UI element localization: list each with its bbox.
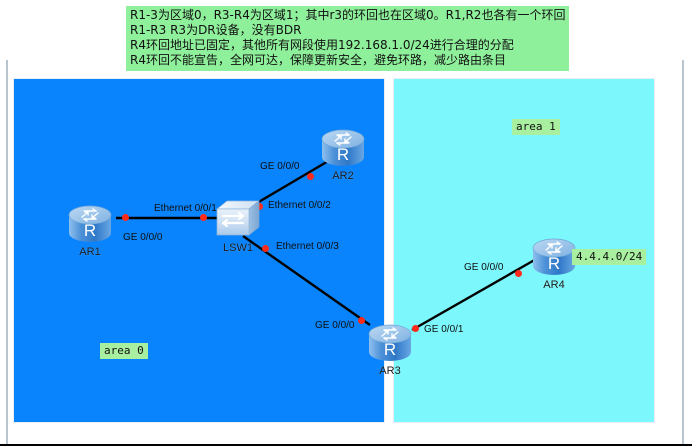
node-ar2[interactable]: R AR2 (315, 127, 371, 182)
port-label-lsw1-eth003: Ethernet 0/0/3 (276, 241, 339, 252)
port-label-ar3-ge001: GE 0/0/1 (424, 324, 464, 335)
page-right-rule (682, 60, 684, 444)
switch-icon (213, 197, 263, 241)
endpoint-dot-ar4-ge000 (515, 270, 522, 277)
router-icon: R (530, 236, 578, 278)
annotation-line-3: R4环回地址已固定，其他所有网段使用192.168.1.0/24进行合理的分配 (130, 38, 514, 52)
annotation-line-2: R1-R3 R3为DR设备，没有BDR (130, 23, 302, 37)
port-label-lsw1-eth002: Ethernet 0/0/2 (268, 200, 331, 211)
node-ar4[interactable]: R AR4 (526, 236, 582, 291)
port-label-ar3-ge000: GE 0/0/0 (315, 320, 355, 331)
port-label-ar4-ge000: GE 0/0/0 (464, 262, 504, 273)
svg-text:R: R (384, 340, 396, 359)
node-label-ar1: AR1 (79, 246, 101, 258)
annotation-line-1: R1-3为区域0，R3-R4为区域1；其中r3的环回也在区域0。R1,R2也各有… (130, 8, 566, 22)
endpoint-dot-lsw1-eth001 (200, 214, 207, 221)
page-left-rule (6, 60, 8, 444)
router-icon: R (66, 203, 114, 245)
svg-text:R: R (337, 145, 349, 164)
endpoint-dot-ar1-ge000 (122, 214, 129, 221)
router-icon: R (366, 322, 414, 364)
port-label-lsw1-eth001: Ethernet 0/0/1 (154, 203, 217, 214)
port-label-ar1-ge000: GE 0/0/0 (123, 232, 163, 243)
port-label-ar2-ge000: GE 0/0/0 (260, 161, 300, 172)
area-1-tag: area 1 (512, 119, 560, 135)
node-label-ar4: AR4 (543, 279, 565, 291)
node-label-ar3: AR3 (379, 365, 401, 377)
node-lsw1[interactable]: LSW1 (210, 197, 266, 254)
node-label-ar2: AR2 (332, 170, 354, 182)
svg-text:R: R (84, 221, 96, 240)
router-icon: R (319, 127, 367, 169)
endpoint-dot-ar2-ge000 (307, 173, 314, 180)
node-ar1[interactable]: R AR1 (62, 203, 118, 258)
node-ar3[interactable]: R AR3 (362, 322, 418, 377)
svg-text:R: R (548, 254, 560, 273)
annotation-note-block: R1-3为区域0，R3-R4为区域1；其中r3的环回也在区域0。R1,R2也各有… (126, 6, 570, 71)
area-0-tag: area 0 (100, 343, 148, 359)
node-label-lsw1: LSW1 (223, 242, 253, 254)
annotation-line-4: R4环回不能宣告，全网可达，保障更新安全，避免环路，减少路由条目 (130, 53, 506, 67)
loopback-address-tag: 4.4.4.0/24 (572, 249, 647, 265)
